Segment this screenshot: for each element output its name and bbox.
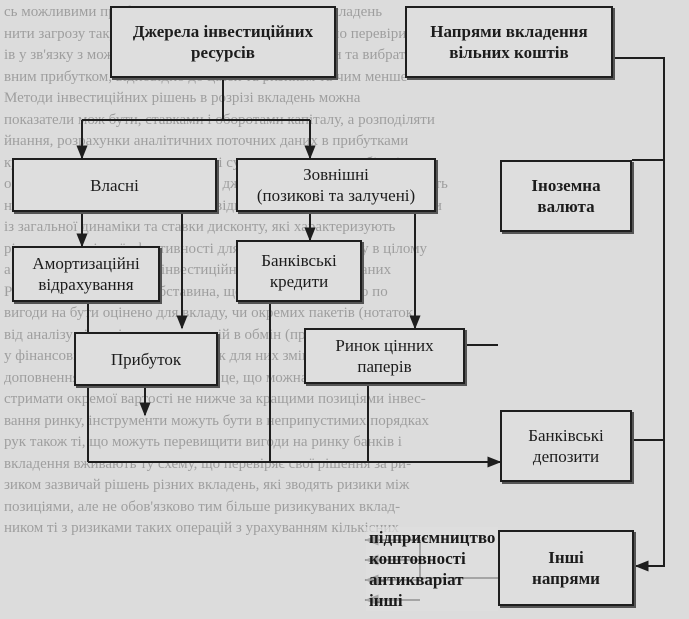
box-investment-directions: Напрями вкладення вільних коштів [405, 6, 613, 78]
box-investment-directions-label: Напрями вкладення вільних коштів [430, 22, 588, 62]
box-bank-deposits: Банківські депозити [500, 410, 632, 482]
line-directions-right [613, 57, 665, 567]
box-other-directions: Інші напрями [498, 530, 634, 606]
box-amortization-label: Амортизаційні відрахування [32, 254, 140, 294]
box-foreign-currency: Іноземна валюта [500, 160, 632, 232]
box-profit-label: Прибуток [110, 349, 182, 369]
box-bank-credits-label: Банківські кредити [261, 251, 337, 291]
list-item: коштовності [369, 549, 466, 568]
box-bank-credits: Банківські кредити [236, 240, 362, 302]
box-external: Зовнішні (позикові та залучені) [236, 158, 436, 212]
box-other-directions-label: Інші напрями [532, 548, 600, 588]
list-item: інші [369, 591, 403, 610]
other-directions-list: підприємництво коштовності антикваріат і… [366, 527, 499, 611]
box-securities-market: Ринок цінних паперів [304, 328, 465, 384]
box-investment-sources-label: Джерела інвестиційних ресурсів [132, 22, 314, 62]
list-item: антикваріат [369, 570, 464, 589]
box-investment-sources: Джерела інвестиційних ресурсів [110, 6, 336, 78]
list-item: підприємництво [369, 528, 496, 547]
box-foreign-currency-label: Іноземна валюта [531, 176, 601, 216]
box-amortization: Амортизаційні відрахування [12, 246, 160, 302]
box-bank-deposits-label: Банківські депозити [528, 426, 604, 466]
box-profit: Прибуток [74, 332, 218, 386]
box-own: Власні [12, 158, 217, 212]
box-securities-market-label: Ринок цінних паперів [335, 336, 434, 376]
box-own-label: Власні [90, 175, 139, 195]
box-external-label: Зовнішні (позикові та залучені) [256, 165, 416, 205]
